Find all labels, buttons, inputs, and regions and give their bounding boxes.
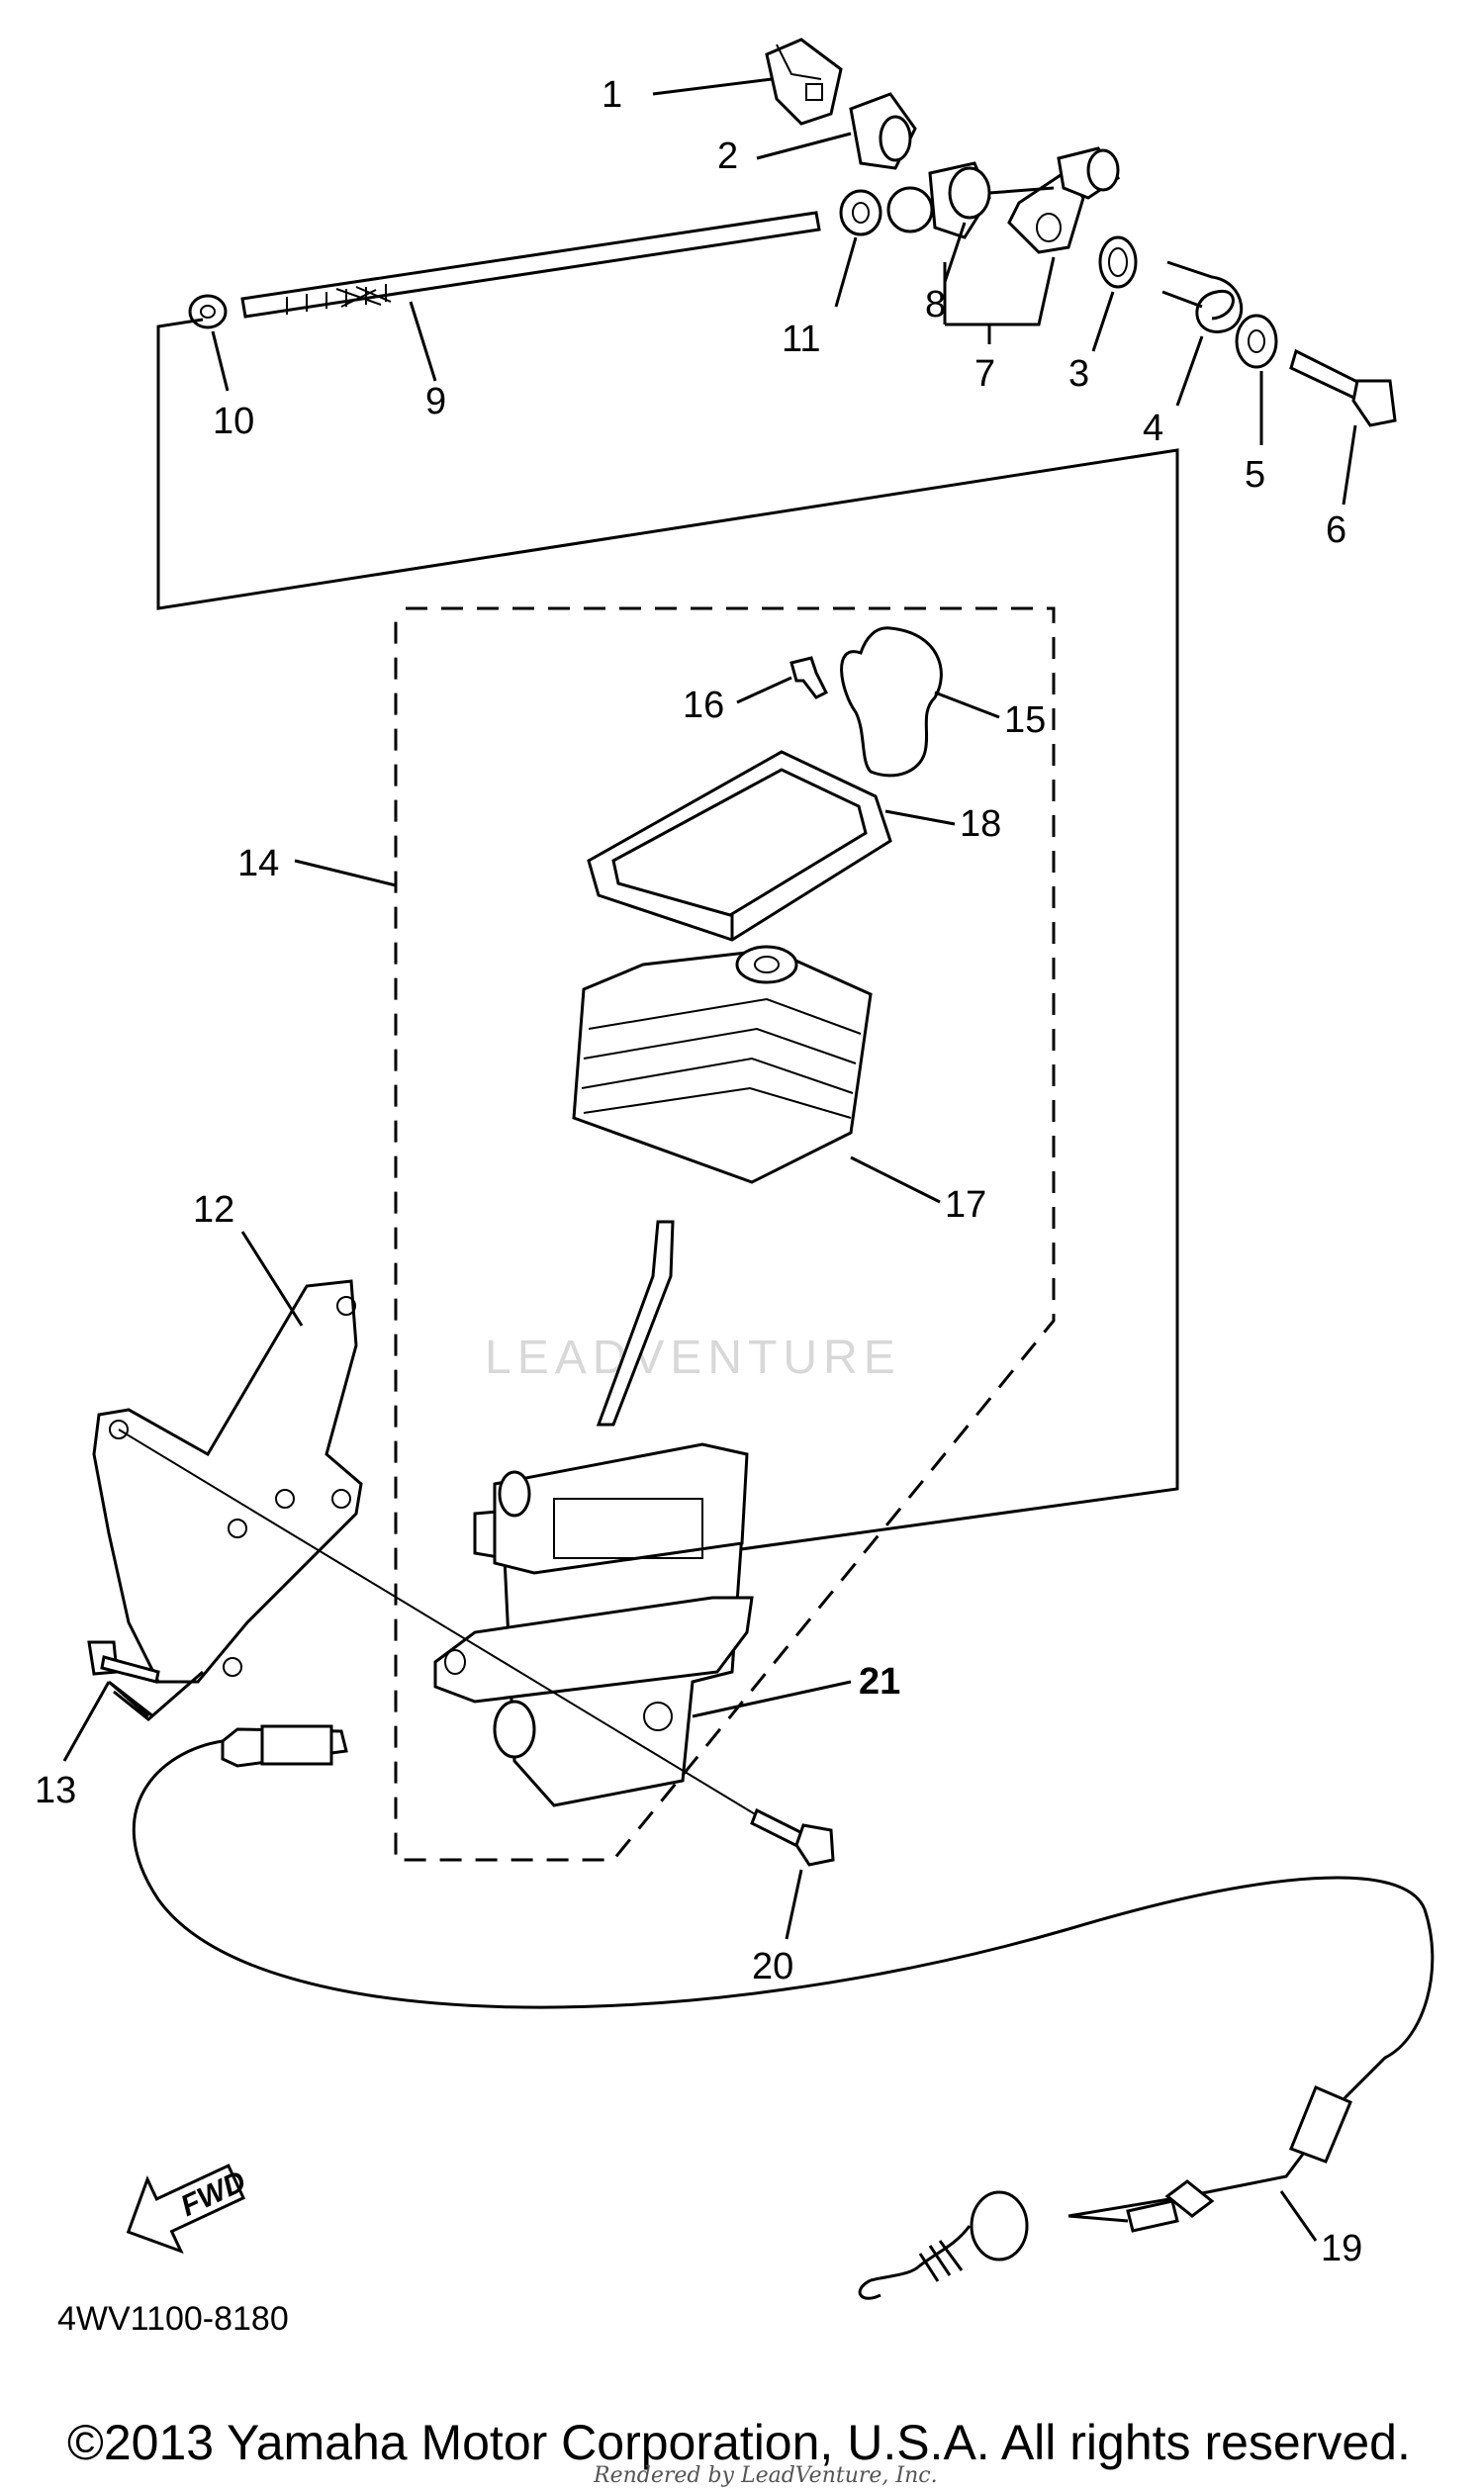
callout-20: 20 — [752, 1946, 793, 1987]
callout-17: 17 — [945, 1184, 986, 1226]
callout-14: 14 — [237, 843, 279, 884]
callout-8: 8 — [925, 284, 946, 325]
callout-11: 11 — [782, 319, 820, 360]
part-8-ball-joint[interactable] — [886, 161, 991, 239]
callout-19: 19 — [1321, 2228, 1362, 2269]
part-5-washer[interactable] — [1235, 314, 1278, 369]
callout-6: 6 — [1326, 509, 1346, 551]
part-15-knob[interactable] — [840, 626, 943, 778]
part-4-spring[interactable] — [1161, 260, 1244, 333]
watermark-text: LEADVENTURE — [485, 1332, 901, 1384]
copyright-text: ©2013 Yamaha Motor Corporation, U.S.A. A… — [67, 2415, 1411, 2470]
part-11-nut[interactable] — [839, 189, 882, 236]
part-21-shifter-housing[interactable] — [433, 1442, 754, 1807]
part-18-boot-frame[interactable] — [587, 750, 892, 942]
callout-2: 2 — [717, 136, 738, 177]
callout-5: 5 — [1245, 454, 1265, 496]
part-7-lever[interactable] — [1007, 146, 1121, 254]
callout-16: 16 — [683, 685, 724, 726]
part-12-bracket[interactable] — [92, 1279, 363, 1684]
part-19-cable[interactable] — [132, 1724, 1435, 2300]
part-20-bolt[interactable] — [750, 1807, 835, 1867]
callout-9: 9 — [425, 381, 446, 422]
callout-7: 7 — [974, 353, 995, 395]
callout-10: 10 — [213, 401, 254, 442]
diagram-code: 4WV1100-8180 — [57, 2300, 289, 2338]
part-1-clip[interactable] — [765, 38, 843, 126]
rendered-by-text: Rendered by LeadVenture, Inc. — [594, 2463, 938, 2488]
part-17-boot[interactable] — [572, 945, 873, 1184]
callout-21: 21 — [859, 1661, 900, 1703]
part-13-bolt[interactable] — [87, 1640, 160, 1684]
part-3-washer[interactable] — [1098, 235, 1138, 289]
part-10-nut[interactable] — [188, 294, 228, 329]
callout-12: 12 — [193, 1189, 234, 1231]
callout-1: 1 — [602, 74, 622, 116]
part-2-bushing[interactable] — [849, 92, 917, 170]
part-9-shift-rod[interactable] — [240, 211, 821, 319]
fwd-arrow-icon: FWD — [126, 2164, 251, 2255]
part-16-screw[interactable] — [789, 656, 829, 699]
callout-18: 18 — [960, 803, 1001, 845]
callout-15: 15 — [1004, 699, 1046, 741]
callout-3: 3 — [1068, 353, 1089, 395]
callout-13: 13 — [35, 1770, 76, 1811]
callout-4: 4 — [1143, 408, 1163, 449]
part-6-bolt[interactable] — [1289, 348, 1397, 427]
